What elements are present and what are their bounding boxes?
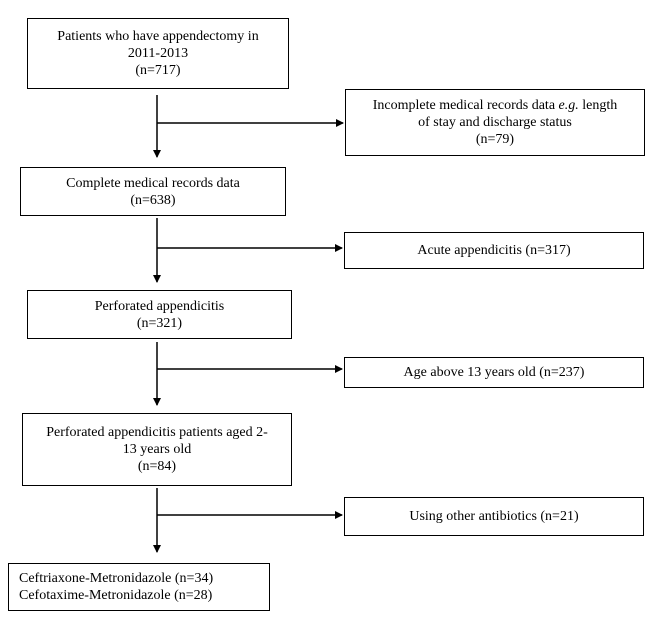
box-perforated-appendicitis: Perforated appendicitis (n=321) [27,290,292,339]
box-line: Patients who have appendectomy in [57,29,259,44]
box-age-above-13: Age above 13 years old (n=237) [344,357,644,388]
incomplete-eg: e.g. [558,98,579,113]
box-line: Complete medical records data [66,175,240,191]
box-line: (n=638) [130,192,176,208]
box-antibiotic-groups: Ceftriaxone-Metronidazole (n=34) Cefotax… [8,563,270,611]
box-line: 2011-2013 [127,46,189,61]
box-other-antibiotics: Using other antibiotics (n=21) [344,497,644,536]
box-line: Acute appendicitis (n=317) [417,243,571,258]
box-line: (n=717) [135,63,181,78]
box-line: 13 years old [122,442,192,457]
box-incomplete-records: Incomplete medical records data e.g. len… [345,89,645,156]
box-line-incomplete-records: Incomplete medical records data e.g. len… [346,97,644,114]
box-line: (n=79) [475,132,515,147]
box-line: (n=84) [137,459,177,474]
box-line: Using other antibiotics (n=21) [409,509,579,524]
box-line: Perforated appendicitis [94,298,225,314]
box-line: Perforated appendicitis patients aged 2- [46,425,268,440]
box-line: Cefotaxime-Metronidazole (n=28) [19,588,213,603]
box-all-appendectomy-patients: Patients who have appendectomy in 2011-2… [27,18,289,89]
box-complete-records: Complete medical records data (n=638) [20,167,286,216]
box-line: Age above 13 years old (n=237) [403,365,585,380]
box-line: Ceftriaxone-Metronidazole (n=34) [19,571,214,586]
incomplete-part-a: Incomplete medical records data [372,98,559,113]
incomplete-part-b: length [578,98,618,113]
box-line: of stay and discharge status [418,115,572,130]
box-perforated-aged-2-13: Perforated appendicitis patients aged 2-… [22,413,292,486]
box-acute-appendicitis: Acute appendicitis (n=317) [344,232,644,269]
box-line: (n=321) [136,315,183,331]
